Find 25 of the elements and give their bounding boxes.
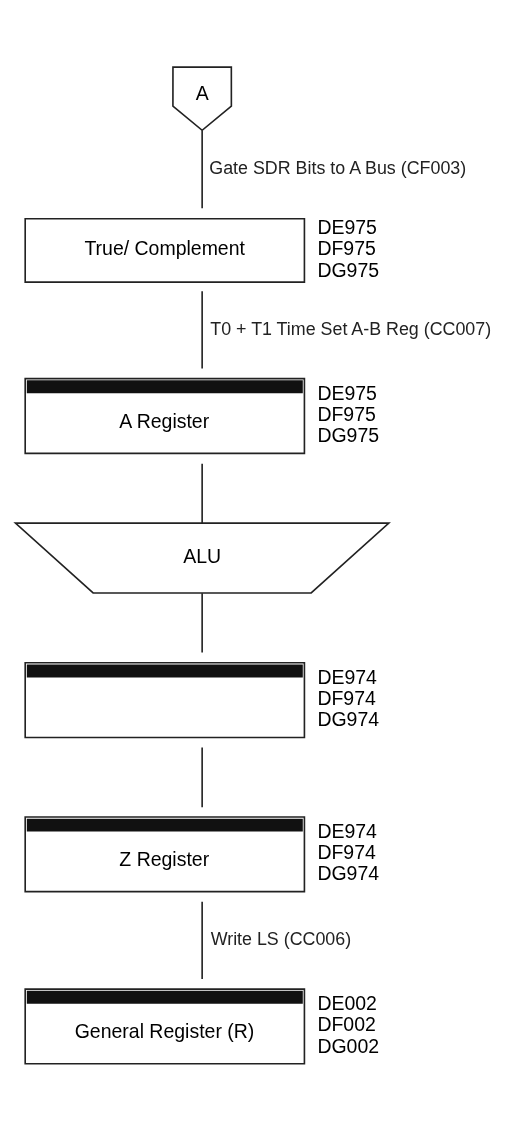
connector [201, 900, 203, 980]
node-label: DG974 [317, 708, 380, 731]
edge-label: T0 + T1 Time Set A-B Reg (CC007) [210, 318, 492, 339]
node-label: DF975 [317, 403, 376, 426]
node-label: DG974 [317, 862, 380, 885]
edge-label: Write LS (CC006) [210, 928, 352, 949]
node-label: DG975 [317, 424, 380, 447]
edge-label: Gate SDR Bits to A Bus (CF003) [209, 157, 467, 178]
node-label: DE974 [317, 820, 377, 843]
node-label: DF974 [317, 841, 376, 864]
connector [201, 290, 203, 370]
connector [201, 463, 203, 524]
node-label: DE002 [317, 992, 377, 1015]
connector [201, 746, 203, 808]
node-label: DF975 [317, 237, 376, 260]
node-label: DE975 [317, 381, 377, 404]
node-box: True/ Complement [24, 217, 306, 283]
node-label: DE974 [317, 666, 377, 689]
connector [201, 592, 203, 654]
node-label: DF002 [317, 1013, 376, 1036]
node-label: DG975 [317, 258, 380, 281]
node-label: DF974 [317, 687, 376, 710]
node-label: DG002 [317, 1034, 380, 1057]
connector [201, 129, 203, 209]
node-label: DE975 [317, 216, 377, 239]
